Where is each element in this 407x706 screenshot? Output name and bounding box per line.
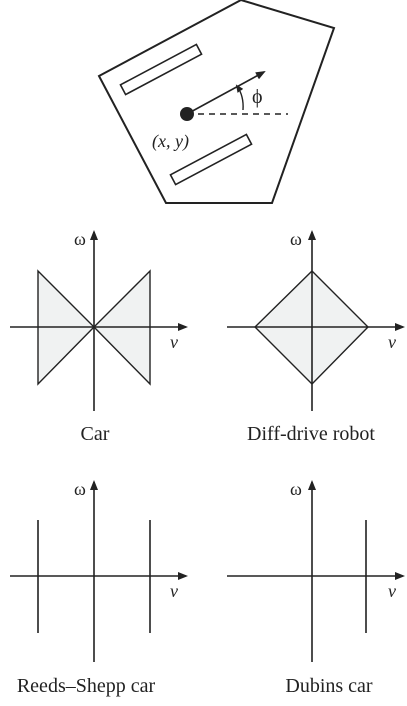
reeds-shepp-v-label: ν (170, 581, 178, 601)
car-v-label: ν (170, 332, 178, 352)
robot-reference-point (180, 107, 194, 121)
diff-drive-caption: Diff-drive robot (247, 423, 375, 445)
car-omega-label: ω (74, 229, 86, 249)
diff-drive-v-label: ν (388, 332, 396, 352)
robot-diagram: ϕ (x, y) (97, 0, 336, 204)
dubins-omega-label: ω (290, 479, 302, 499)
panel-car: ω ν Car (10, 229, 188, 445)
dubins-v-label: ν (388, 581, 396, 601)
panel-diff-drive: ω ν Diff-drive robot (227, 229, 405, 445)
panel-dubins: ω ν Dubins car (227, 479, 405, 697)
car-caption: Car (81, 423, 110, 445)
reeds-shepp-omega-label: ω (74, 479, 86, 499)
reeds-shepp-caption: Reeds–Shepp car (17, 675, 156, 697)
panel-reeds-shepp: ω ν Reeds–Shepp car (10, 479, 188, 697)
dubins-caption: Dubins car (285, 675, 373, 697)
heading-angle-label: ϕ (252, 86, 263, 108)
robot-wheel-top (119, 43, 203, 96)
robot-wheel-bottom (169, 133, 253, 186)
position-label: (x, y) (152, 131, 189, 152)
heading-arrow (186, 71, 266, 115)
robot-body (97, 0, 336, 204)
heading-angle-arc (235, 84, 244, 111)
diff-drive-omega-label: ω (290, 229, 302, 249)
